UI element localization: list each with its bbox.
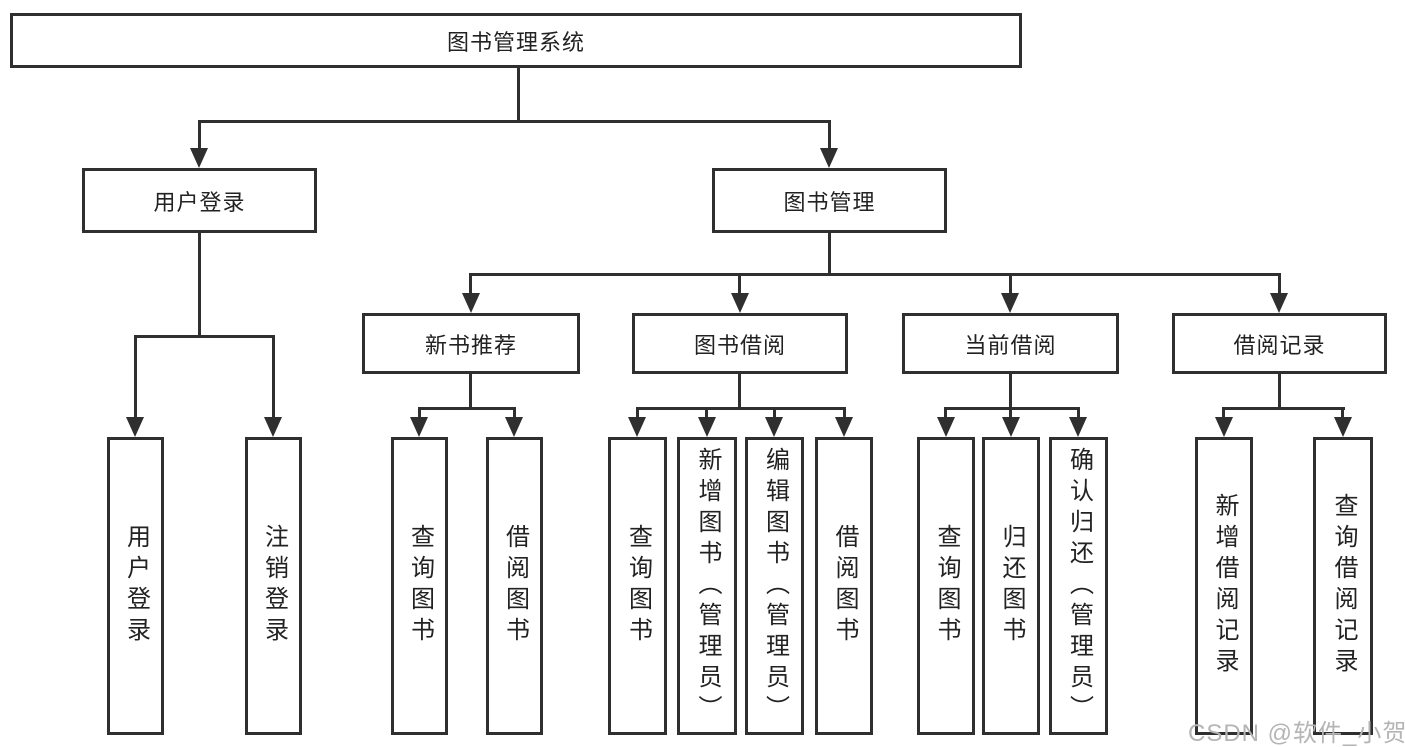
arrow-down-icon bbox=[731, 293, 749, 313]
leaf-borrow-books-1: 借阅图书 bbox=[486, 437, 543, 735]
leaf-query-books-3: 查询图书 bbox=[917, 437, 975, 735]
connector-borrow-records-rail bbox=[1222, 407, 1345, 410]
connector-user-login-rail bbox=[134, 335, 275, 338]
connector-arrow-shaft bbox=[198, 120, 201, 150]
connector-new-books-rail bbox=[418, 407, 516, 410]
connector-arrow-shaft bbox=[1009, 273, 1012, 297]
node-user-login: 用户登录 bbox=[82, 168, 317, 233]
connector-arrow-shaft bbox=[1077, 407, 1080, 419]
leaf-query-books-1-label: 查询图书 bbox=[406, 524, 434, 648]
connector-arrow-shaft bbox=[513, 407, 516, 419]
arrow-down-icon bbox=[698, 417, 716, 437]
connector-new-books-stem bbox=[469, 374, 472, 410]
arrow-down-icon bbox=[1334, 417, 1352, 437]
node-current-borrowing: 当前借阅 bbox=[902, 313, 1119, 374]
arrow-down-icon bbox=[765, 417, 783, 437]
connector-current-borrowing-stem bbox=[1009, 374, 1012, 410]
node-book-management: 图书管理 bbox=[712, 168, 947, 233]
leaf-return-books: 归还图书 bbox=[982, 437, 1040, 735]
connector-arrow-shaft bbox=[773, 407, 776, 419]
connector-level2-rail bbox=[469, 273, 1281, 276]
leaf-add-books-admin: 新增图书（管理员） bbox=[677, 437, 737, 735]
connector-root-stem bbox=[517, 68, 520, 123]
connector-arrow-shaft bbox=[272, 335, 275, 417]
node-current-borrowing-label: 当前借阅 bbox=[964, 332, 1057, 358]
node-borrow-records: 借阅记录 bbox=[1172, 313, 1387, 374]
node-user-login-label: 用户登录 bbox=[153, 189, 246, 215]
leaf-user-login: 用户登录 bbox=[107, 437, 164, 735]
node-root-label: 图书管理系统 bbox=[446, 29, 585, 55]
node-book-borrowing-label: 图书借阅 bbox=[693, 332, 786, 358]
leaf-return-books-label: 归还图书 bbox=[998, 524, 1025, 648]
connector-arrow-shaft bbox=[1278, 273, 1281, 297]
leaf-query-borrow-record: 查询借阅记录 bbox=[1313, 437, 1373, 735]
arrow-down-icon bbox=[1270, 293, 1288, 313]
arrow-down-icon bbox=[126, 417, 144, 437]
leaf-borrow-books-2: 借阅图书 bbox=[815, 437, 873, 735]
connector-current-borrowing-rail bbox=[944, 407, 1080, 410]
connector-arrow-shaft bbox=[418, 407, 421, 419]
connector-level1-rail bbox=[198, 120, 831, 123]
connector-arrow-shaft bbox=[843, 407, 846, 419]
arrow-down-icon bbox=[1215, 417, 1233, 437]
connector-user-login-stem bbox=[198, 233, 201, 338]
leaf-edit-books-admin-label: 编辑图书（管理员） bbox=[761, 446, 789, 726]
connector-arrow-shaft bbox=[828, 120, 831, 150]
connector-book-borrowing-rail bbox=[636, 407, 846, 410]
connector-arrow-shaft bbox=[469, 273, 472, 297]
node-book-management-label: 图书管理 bbox=[783, 189, 876, 215]
leaf-add-books-admin-label: 新增图书（管理员） bbox=[694, 446, 721, 726]
connector-arrow-shaft bbox=[636, 407, 639, 419]
arrow-down-icon bbox=[1001, 293, 1019, 313]
connector-arrow-shaft bbox=[1222, 407, 1225, 419]
connector-book-borrowing-stem bbox=[738, 374, 741, 410]
arrow-down-icon bbox=[1002, 417, 1020, 437]
leaf-add-borrow-record-label: 新增借阅记录 bbox=[1211, 493, 1238, 679]
arrow-down-icon bbox=[505, 417, 523, 437]
connector-borrow-records-stem bbox=[1278, 374, 1281, 410]
leaf-query-books-2-label: 查询图书 bbox=[624, 524, 652, 648]
leaf-query-books-1: 查询图书 bbox=[391, 437, 448, 735]
node-book-borrowing: 图书借阅 bbox=[632, 313, 848, 374]
arrow-down-icon bbox=[264, 417, 282, 437]
connector-arrow-shaft bbox=[134, 335, 137, 417]
csdn-watermark: CSDN @软件_小贺同学 bbox=[1188, 720, 1405, 747]
arrow-down-icon bbox=[190, 148, 208, 168]
connector-arrow-shaft bbox=[1341, 407, 1344, 419]
leaf-add-borrow-record: 新增借阅记录 bbox=[1195, 437, 1253, 735]
arrow-down-icon bbox=[937, 417, 955, 437]
leaf-logout: 注销登录 bbox=[245, 437, 302, 735]
leaf-edit-books-admin: 编辑图书（管理员） bbox=[745, 437, 804, 735]
connector-book-management-stem bbox=[828, 233, 831, 276]
node-root: 图书管理系统 bbox=[10, 13, 1022, 68]
connector-arrow-shaft bbox=[705, 407, 708, 419]
leaf-confirm-return-admin-label: 确认归还（管理员） bbox=[1065, 446, 1093, 726]
leaf-query-borrow-record-label: 查询借阅记录 bbox=[1330, 493, 1357, 679]
leaf-logout-label: 注销登录 bbox=[260, 524, 288, 648]
connector-arrow-shaft bbox=[738, 273, 741, 297]
arrow-down-icon bbox=[820, 148, 838, 168]
leaf-borrow-books-1-label: 借阅图书 bbox=[501, 524, 529, 648]
arrow-down-icon bbox=[462, 293, 480, 313]
leaf-user-login-label: 用户登录 bbox=[122, 524, 150, 648]
arrow-down-icon bbox=[410, 417, 428, 437]
leaf-query-books-2: 查询图书 bbox=[608, 437, 667, 735]
leaf-confirm-return-admin: 确认归还（管理员） bbox=[1049, 437, 1108, 735]
connector-arrow-shaft bbox=[944, 407, 947, 419]
node-borrow-records-label: 借阅记录 bbox=[1233, 332, 1326, 358]
arrow-down-icon bbox=[835, 417, 853, 437]
leaf-query-books-3-label: 查询图书 bbox=[933, 524, 960, 648]
arrow-down-icon bbox=[1069, 417, 1087, 437]
arrow-down-icon bbox=[628, 417, 646, 437]
leaf-borrow-books-2-label: 借阅图书 bbox=[831, 524, 858, 648]
node-new-books-label: 新书推荐 bbox=[424, 332, 517, 358]
connector-arrow-shaft bbox=[1009, 407, 1012, 419]
node-new-books: 新书推荐 bbox=[362, 313, 580, 374]
